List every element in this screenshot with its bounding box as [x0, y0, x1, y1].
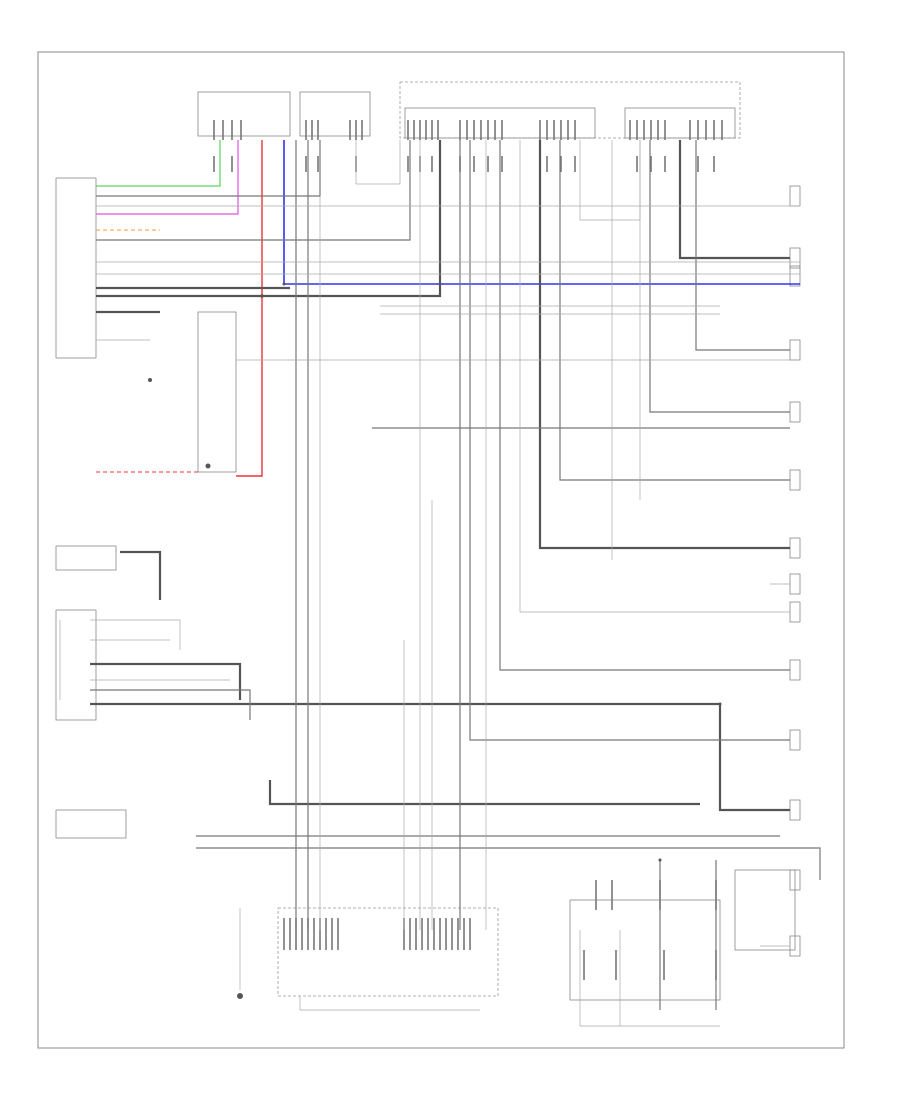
thin-wire-9 [519, 140, 790, 613]
main-junction-inner-right [624, 107, 736, 139]
thin-wire-15 [579, 140, 641, 221]
right-connector-stub [789, 247, 801, 269]
right-connector-stub [789, 869, 801, 891]
right-connector-stub [789, 573, 801, 595]
thin-wire-21 [579, 930, 720, 1027]
connector-pins-bottom [283, 880, 717, 980]
ground-icons [148, 378, 243, 999]
thin-wire-16 [355, 140, 401, 185]
mid-wire-7 [649, 140, 790, 413]
right-connector-stub [789, 537, 801, 559]
dark-wire-7 [120, 550, 162, 600]
green-wire [96, 140, 221, 187]
mid-wires [90, 140, 821, 1010]
colored-wires [96, 140, 800, 477]
relay-box [197, 311, 237, 473]
dark-wire-1 [96, 140, 442, 298]
diagram-frame [37, 51, 845, 1049]
dark-wire-6 [268, 780, 700, 806]
thin-wire-23 [299, 996, 480, 1011]
pink-wire [96, 140, 239, 215]
switch-box-lower [55, 809, 127, 839]
ecu-left-box [55, 177, 97, 359]
splice-point-icon [282, 282, 286, 286]
right-connector-stub [789, 601, 801, 623]
bottom-junction-box [277, 907, 499, 997]
dark-wire-4 [538, 140, 790, 550]
mid-wire-6 [559, 140, 790, 481]
left-junction-box [197, 91, 291, 137]
red-wire [236, 140, 263, 477]
splice-points [260, 282, 722, 862]
lower-right-module [734, 869, 796, 951]
mid-wire-11 [90, 689, 251, 720]
thin-wires [59, 140, 800, 1027]
blue-wire [283, 140, 800, 285]
right-connector-stub [789, 659, 801, 681]
right-connector-stub [789, 185, 801, 207]
right-connector-stub [789, 339, 801, 361]
right-connectors [789, 185, 801, 957]
mid-wire-8 [695, 140, 790, 351]
center-connector-box [299, 91, 371, 137]
mid-wire-10 [469, 140, 790, 741]
mid-wire-1 [96, 140, 321, 197]
right-connector-stub [789, 401, 801, 423]
main-junction-box [399, 81, 741, 139]
lower-right-box [569, 899, 721, 1001]
mid-wire-15 [96, 140, 411, 241]
thin-wire-17 [90, 619, 181, 650]
dark-wires [90, 140, 790, 812]
dark-wire-3 [678, 140, 790, 260]
dark-wire-5 [90, 702, 790, 812]
splice-point-icon [718, 702, 722, 706]
top-harness-group [197, 81, 741, 139]
main-junction-inner-left [404, 107, 596, 139]
ground-icon [237, 993, 243, 999]
sensor-box-1 [55, 545, 117, 571]
mid-wire-12 [196, 847, 821, 880]
mid-wire-5 [499, 140, 790, 671]
ground-icon [205, 463, 211, 469]
splice-point-icon [658, 858, 662, 862]
right-connector-stub [789, 469, 801, 491]
right-connector-stub [789, 265, 801, 287]
ground-icon [148, 378, 152, 382]
right-connector-stub [789, 729, 801, 751]
dark-wire-8 [90, 662, 242, 700]
connector-pins-top [213, 120, 723, 172]
right-connector-stub [789, 799, 801, 821]
splice-point-icon [260, 294, 264, 298]
left-components [55, 177, 796, 1001]
